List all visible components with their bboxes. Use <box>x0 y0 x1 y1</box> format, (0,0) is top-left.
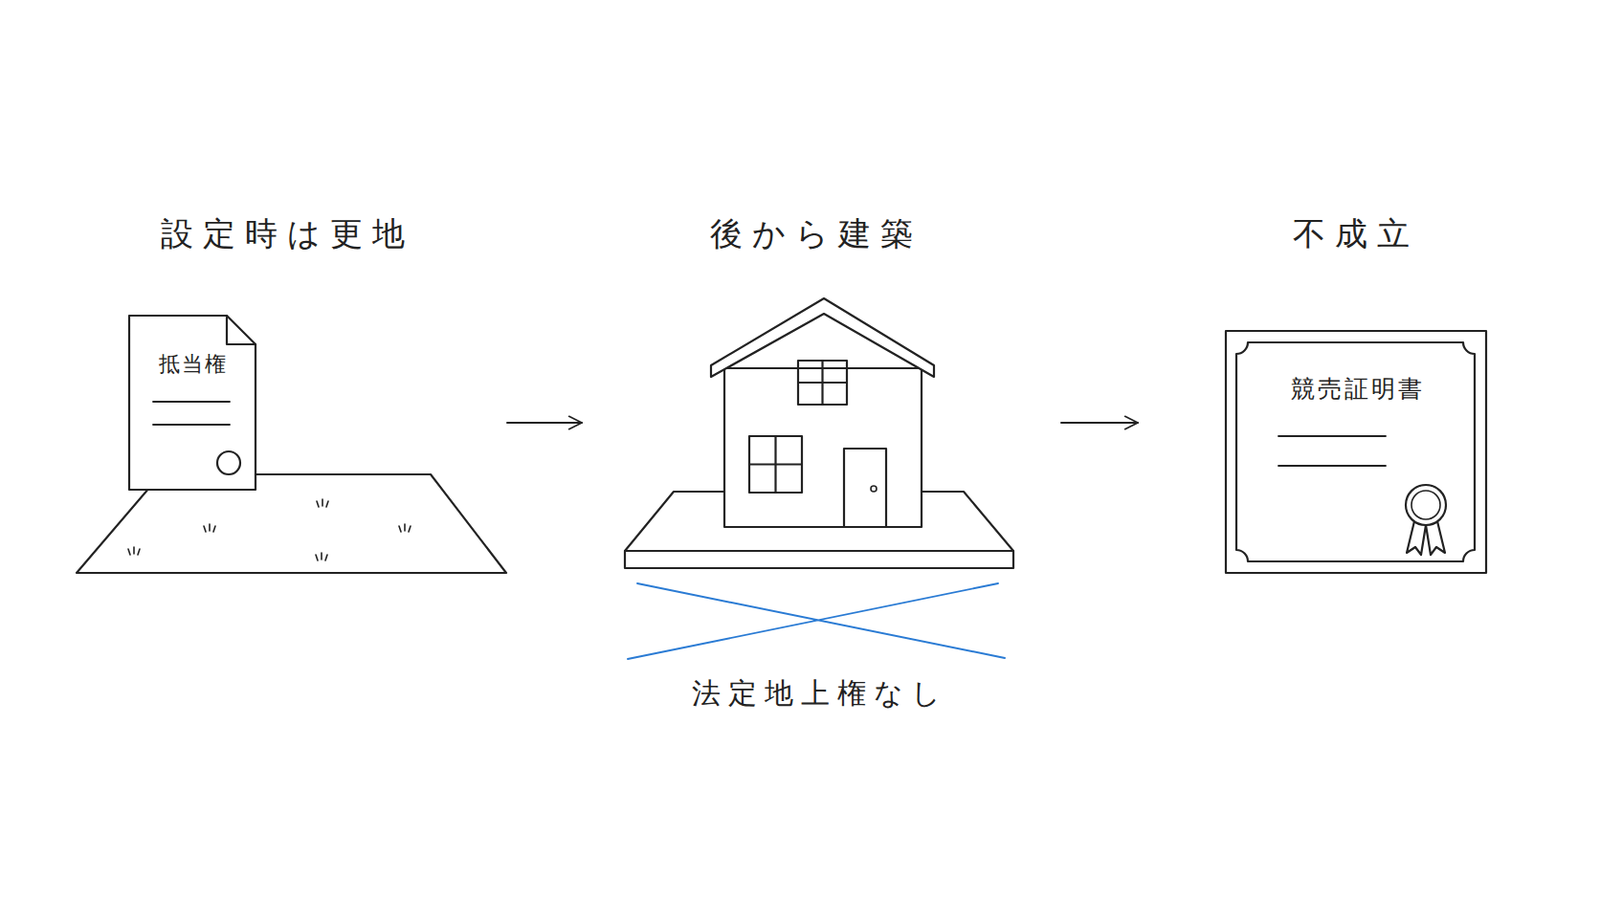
medal-ribbon <box>1406 521 1445 556</box>
window-cross <box>798 360 847 405</box>
stage-panel: 後から建築法定地上権なし <box>581 200 1062 646</box>
mortgage-document: 抵当権 <box>129 315 256 490</box>
flow-arrow <box>507 422 582 424</box>
document-lines <box>153 401 230 425</box>
auction-certificate: 競売証明書 <box>1225 331 1487 574</box>
house-window <box>749 436 802 493</box>
stage-note: 法定地上権なし <box>577 676 1056 712</box>
document-fold <box>226 315 256 345</box>
house-door <box>844 448 887 528</box>
certificate-lines <box>1278 436 1386 467</box>
house-window <box>798 360 847 405</box>
stage-heading: 設定時は更地 <box>57 214 508 254</box>
stage-heading: 不成立 <box>1137 214 1565 254</box>
stage-panel: 抵当権 設定時は更地 <box>57 200 508 646</box>
stage-panel: 競売証明書 不成立 <box>1137 200 1578 646</box>
document-seal <box>217 451 241 475</box>
grass-tuft <box>315 553 328 561</box>
foundation-edge <box>624 550 1014 553</box>
stage-heading: 後から建築 <box>572 214 1051 254</box>
flow-arrow <box>1061 422 1138 424</box>
shape-label: 抵当権 <box>129 352 256 378</box>
medal <box>1405 485 1446 526</box>
medal-inner <box>1411 490 1441 520</box>
cross-mark <box>627 583 1005 660</box>
grass-tuft <box>316 499 329 508</box>
grass-tuft <box>203 524 216 533</box>
grass-tuft <box>128 547 140 556</box>
grass-tuft <box>399 524 411 533</box>
door-knob <box>870 486 877 492</box>
document-sheet <box>129 315 256 490</box>
shape-label: 競売証明書 <box>1225 375 1487 404</box>
grass-tufts <box>128 499 411 561</box>
certificate-frame <box>1225 331 1487 574</box>
window-cross <box>749 436 802 493</box>
